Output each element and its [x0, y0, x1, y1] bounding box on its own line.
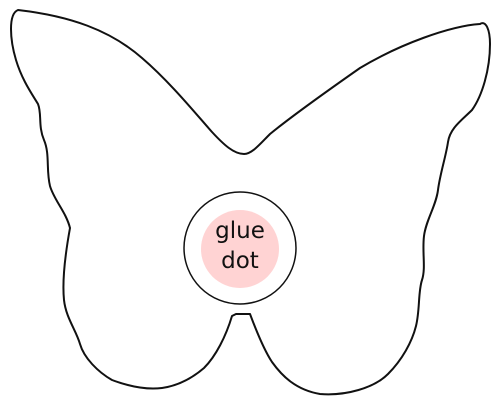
butterfly-outline: [11, 10, 490, 394]
glue-dot: [201, 210, 279, 288]
